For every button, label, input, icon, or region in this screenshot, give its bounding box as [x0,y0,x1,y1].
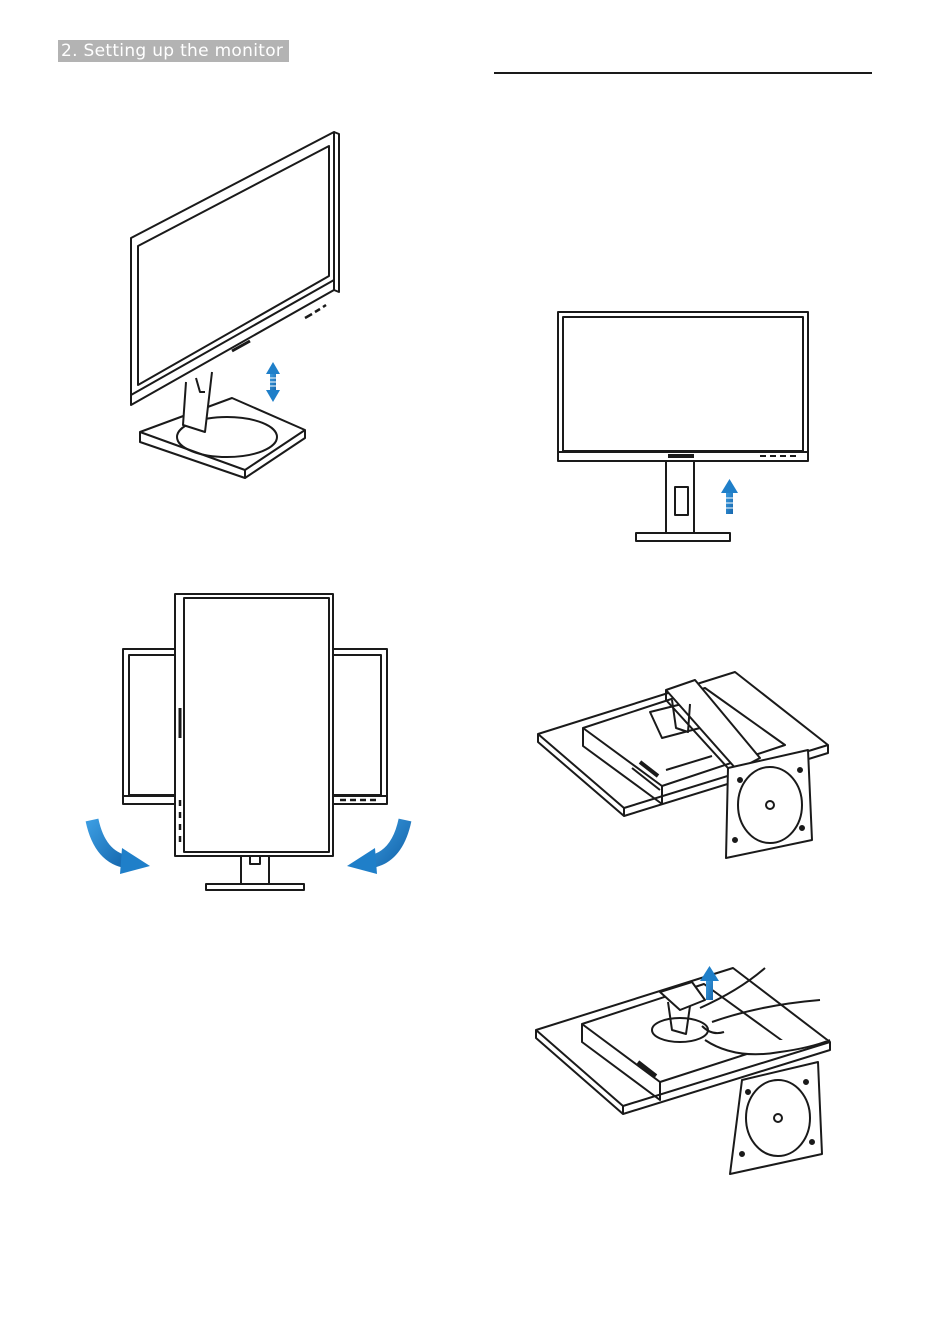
figure-remove-stand-step3 [536,968,830,1174]
figure-pivot [123,594,387,890]
up-arrow-icon [721,479,738,514]
figure-height-adjustment [131,132,339,478]
figure-remove-stand-step1 [558,312,808,541]
height-arrow-icon [266,362,280,402]
figure-remove-stand-step2 [538,672,828,858]
rotate-right-arrow-icon [347,820,405,874]
rotate-left-arrow-icon [92,820,150,874]
